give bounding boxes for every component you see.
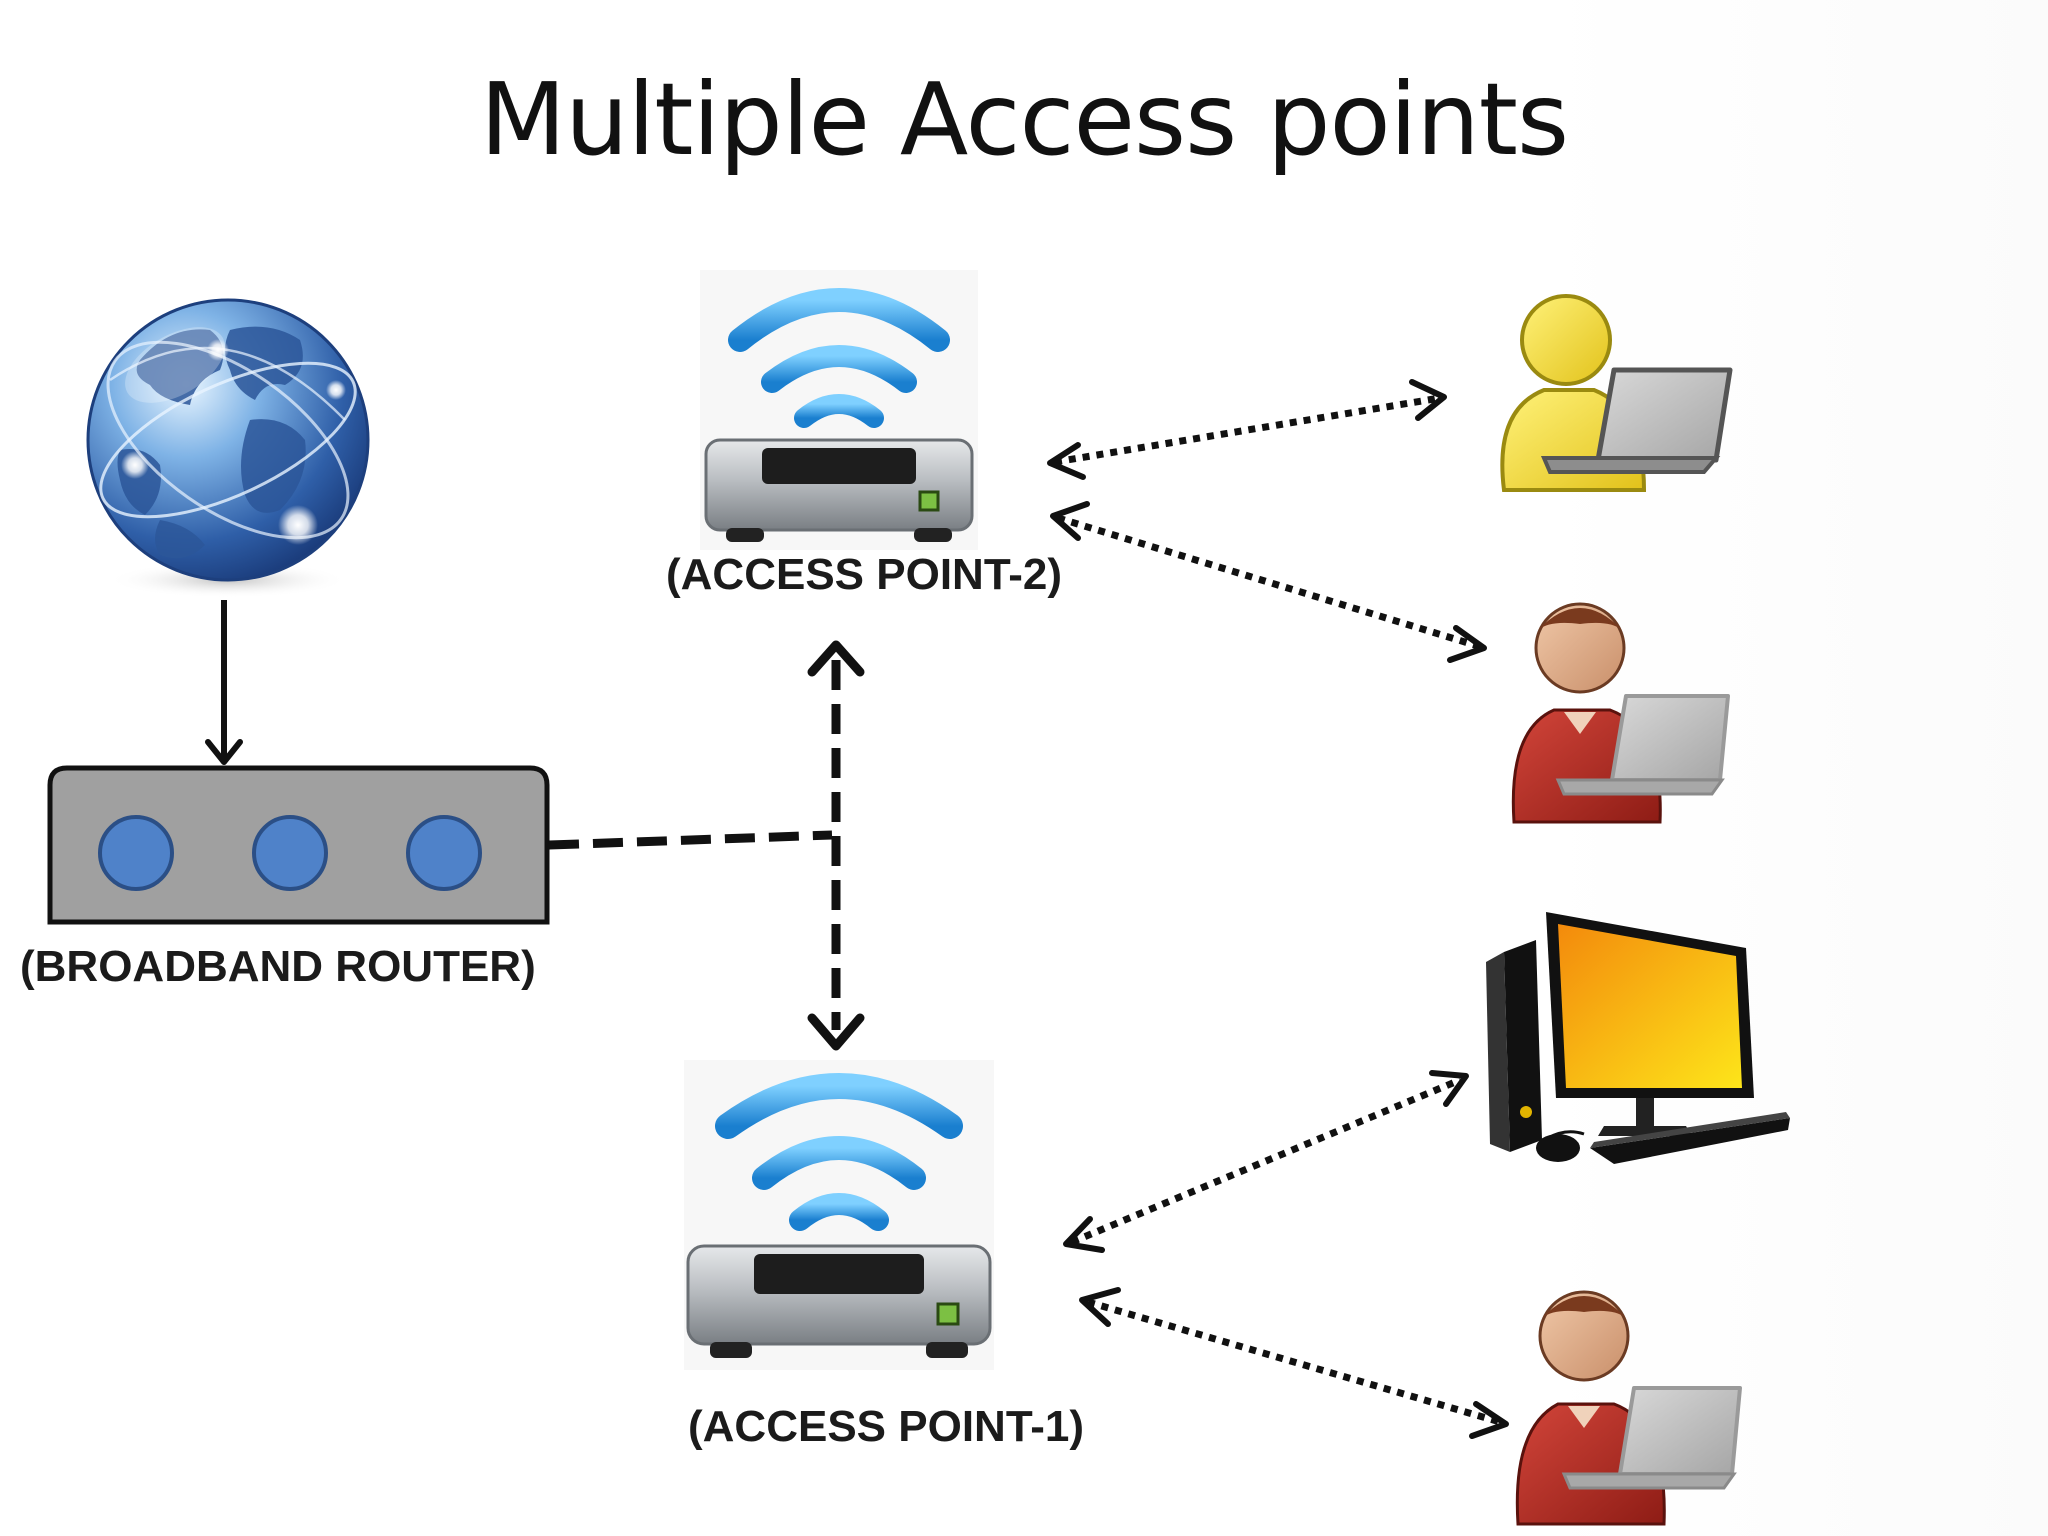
router-port-2 bbox=[252, 815, 328, 891]
user-laptop-red-2-icon bbox=[1515, 1290, 1742, 1526]
router-port-1 bbox=[98, 815, 174, 891]
access-point-2-icon bbox=[700, 270, 978, 550]
broadband-router-icon bbox=[47, 765, 550, 925]
broadband-router-label: (BROADBAND ROUTER) bbox=[20, 942, 536, 991]
desktop-computer-icon bbox=[1486, 912, 1790, 1164]
user-laptop-yellow-icon bbox=[1500, 294, 1733, 492]
ap1-to-desktop-link bbox=[1063, 1070, 1469, 1253]
access-point-1-icon bbox=[684, 1060, 994, 1370]
globe-icon bbox=[86, 298, 370, 598]
slide-title: Multiple Access points bbox=[479, 61, 1569, 178]
globe-to-router-connector bbox=[205, 600, 243, 765]
user-laptop-red-1-icon bbox=[1511, 602, 1730, 824]
ap2-to-user-red-1-link bbox=[1050, 501, 1487, 663]
ap2-to-user-yellow-link bbox=[1047, 379, 1447, 480]
access-point-2-label: (ACCESS POINT-2) bbox=[666, 550, 1063, 599]
ap1-to-user-red-2-link bbox=[1079, 1287, 1509, 1439]
router-to-access-points-connector bbox=[548, 640, 865, 1051]
router-port-3 bbox=[406, 815, 482, 891]
access-point-1-label: (ACCESS POINT-1) bbox=[688, 1402, 1085, 1451]
